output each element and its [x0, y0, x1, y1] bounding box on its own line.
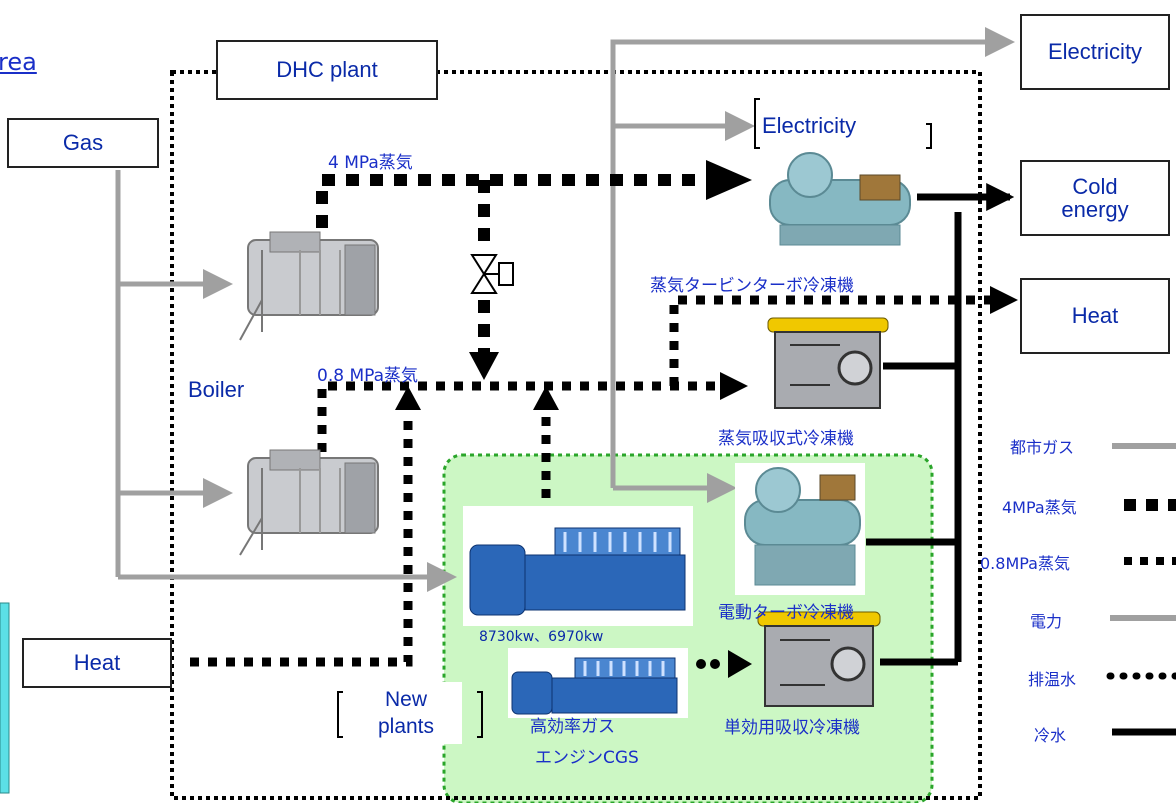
electric-turbo-chiller-label: 電動ターボ冷凍機	[718, 603, 854, 623]
steam-08mpa-arrow-up-right	[533, 386, 559, 410]
gas-engine-large-image	[463, 506, 693, 626]
electric-turbo-chiller-image	[735, 463, 865, 595]
steam-turbine-chiller-image	[769, 152, 911, 246]
steam-08mpa-arrow-up-left	[395, 386, 421, 410]
dhc-plant-boundary	[170, 70, 982, 800]
steam-08mpa-label: 0.8 MPa蒸気	[317, 366, 419, 386]
legend-label-power: 電力	[1030, 612, 1063, 631]
gas-engine-small-image	[508, 648, 688, 718]
internal-electricity-label: Electricity	[762, 113, 857, 138]
heat-input-box: Heat	[22, 638, 172, 688]
electricity-flow	[610, 27, 1015, 503]
pressure-valve-icon	[470, 254, 514, 294]
steam-08mpa-arrow-chiller	[720, 372, 748, 400]
steam-08mpa-flow	[190, 295, 998, 667]
electricity-output-box: Electricity	[1020, 14, 1170, 90]
gas-flow	[115, 170, 457, 592]
steam-4mpa-flow	[316, 174, 710, 352]
legend-label-4mpa: 4MPa蒸気	[1002, 498, 1077, 517]
exhaust-water-flow	[696, 659, 720, 669]
legend-label-exhaust: 排温水	[1028, 670, 1077, 689]
chilled-water-flow	[866, 183, 1015, 666]
gas-engine-label-line2: エンジンCGS	[535, 748, 639, 768]
legend-label-chilled: 冷水	[1034, 726, 1067, 745]
heat-output-box: Heat	[1020, 278, 1170, 354]
boiler-label: Boiler	[188, 377, 245, 402]
area-label: rea	[0, 48, 37, 76]
internal-electricity-bracket	[754, 98, 932, 149]
steam-absorption-chiller-label: 蒸気吸収式冷凍機	[718, 429, 854, 449]
gas-input-box: Gas	[7, 118, 159, 168]
new-plants-bracket	[337, 691, 483, 738]
steam-4mpa-label: 4 MPa蒸気	[328, 153, 413, 173]
single-effect-absorption-chiller-image	[757, 611, 881, 707]
dhc-plant-title: DHC plant	[216, 40, 438, 100]
steam-4mpa-arrowhead	[706, 160, 752, 200]
boiler-1-image	[239, 231, 379, 341]
steam-valve-arrowhead	[469, 352, 499, 380]
exhaust-water-arrow	[728, 650, 752, 678]
legend-lines	[1106, 443, 1176, 736]
gas-engine-label-line1: 高効率ガス	[530, 717, 615, 737]
steam-absorption-chiller-image	[767, 317, 889, 409]
single-effect-absorption-label: 単効用吸収冷凍機	[724, 718, 860, 738]
engine-capacity-label: 8730kw、6970kw	[479, 629, 604, 645]
steam-08mpa-arrow-heat	[990, 286, 1018, 314]
legend-label-city-gas: 都市ガス	[1010, 438, 1075, 457]
boiler-2-image	[239, 449, 379, 556]
legend-label-08mpa: 0.8MPa蒸気	[980, 554, 1070, 573]
side-panel	[0, 602, 10, 794]
steam-turbine-chiller-label: 蒸気タービンターボ冷凍機	[650, 276, 854, 296]
